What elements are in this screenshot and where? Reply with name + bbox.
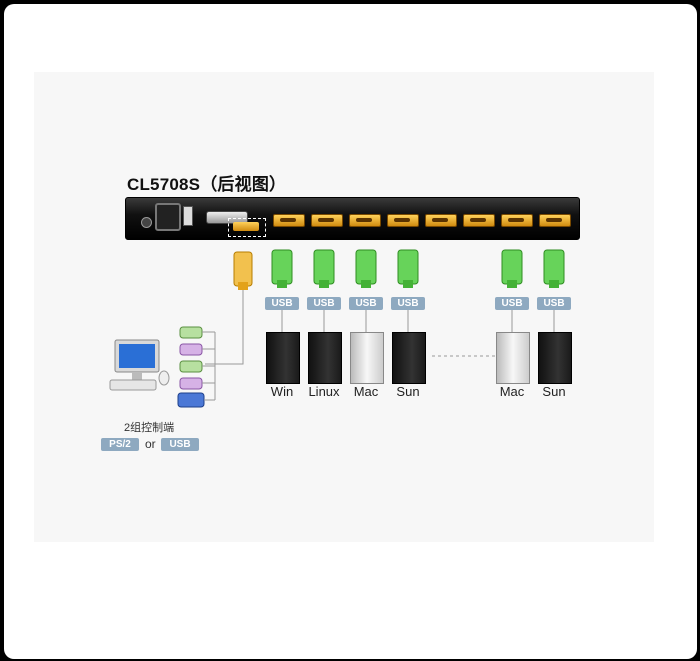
usb-cables [271, 249, 565, 288]
usb-tag-2: USB [307, 297, 341, 310]
computer-2 [308, 332, 342, 384]
console-option-usb: USB [161, 438, 199, 451]
usb-tag-6: USB [537, 297, 571, 310]
console-vga-port [233, 222, 259, 231]
connector-lines [281, 310, 555, 332]
usb-tag-4: USB [391, 297, 425, 310]
console-option-ps2: PS/2 [101, 438, 139, 451]
computer-1 [266, 332, 300, 384]
vga-port-6 [463, 214, 495, 227]
vga-port-5 [425, 214, 457, 227]
diagram-title: CL5708S（后视图） [127, 175, 287, 194]
ground-screw [141, 217, 152, 228]
usb-tag-5: USB [495, 297, 529, 310]
vga-port-3 [349, 214, 381, 227]
computer-3 [350, 332, 384, 384]
computer-label-5: Mac [499, 384, 525, 399]
console-plugs [177, 326, 216, 408]
computer-label-3: Mac [353, 384, 379, 399]
console-cable [205, 251, 253, 365]
console-caption: 2组控制端 [124, 422, 175, 434]
computer-label-2: Linux [308, 384, 340, 399]
kvm-rear-panel [125, 197, 580, 240]
db25-port [206, 211, 248, 224]
computer-label-4: Sun [396, 384, 420, 399]
vga-port-1 [273, 214, 305, 227]
console-station [109, 339, 170, 391]
vga-port-2 [311, 214, 343, 227]
computer-5 [496, 332, 530, 384]
power-socket [155, 203, 181, 231]
console-port-highlight [228, 218, 266, 237]
vga-port-4 [387, 214, 419, 227]
computer-label-1: Win [270, 384, 294, 399]
computer-6 [538, 332, 572, 384]
vga-port-8 [539, 214, 571, 227]
usb-tag-1: USB [265, 297, 299, 310]
usb-tag-3: USB [349, 297, 383, 310]
console-or-text: or [145, 437, 156, 451]
computer-label-6: Sun [542, 384, 566, 399]
computer-4 [392, 332, 426, 384]
vga-port-7 [501, 214, 533, 227]
power-switch [183, 206, 193, 226]
